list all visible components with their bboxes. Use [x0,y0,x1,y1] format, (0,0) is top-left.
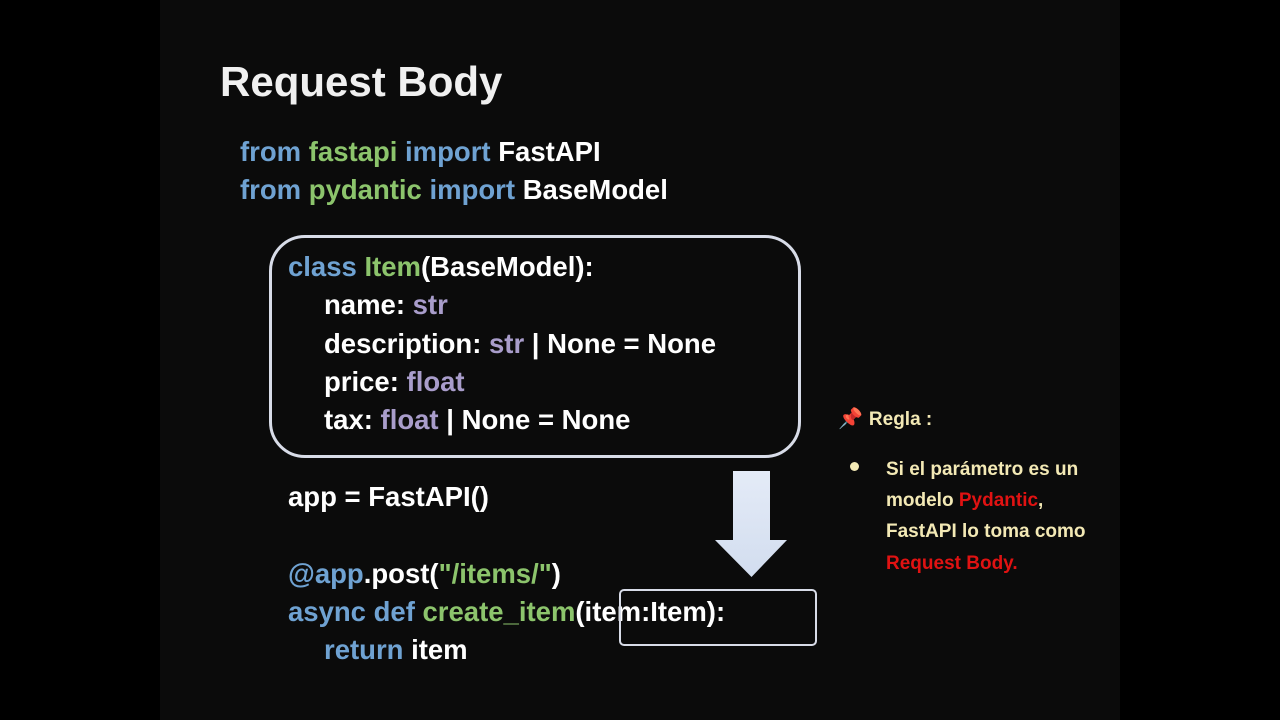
code-app-line: app = FastAPI() [288,481,489,512]
rule-heading: Regla : [868,409,933,430]
arrow-down-icon [715,471,787,577]
slide-title: Request Body [220,58,503,105]
code-def-line: async def create_item(item:Item): [288,596,726,627]
code-import-fastapi: from fastapi import FastAPI [240,136,601,167]
code-class-line: class Item(BaseModel): [288,251,594,282]
code-field-description: description: str | None = None [324,328,716,359]
code-field-tax: tax: float | None = None [324,404,631,435]
code-field-name: name: str [324,289,448,320]
class-highlight-box [269,235,801,458]
bullet-icon [850,462,859,471]
code-import-pydantic: from pydantic import BaseModel [240,174,668,205]
slide [160,0,1120,720]
param-highlight-box [619,589,817,646]
rule-text: Si el parámetro es un modelo Pydantic, F… [886,459,1086,574]
pushpin-icon: 📌 [838,408,863,430]
code-return-line: return item [324,634,468,665]
code-decorator-line: @app.post("/items/") [288,558,561,589]
code-field-price: price: float [324,366,465,397]
